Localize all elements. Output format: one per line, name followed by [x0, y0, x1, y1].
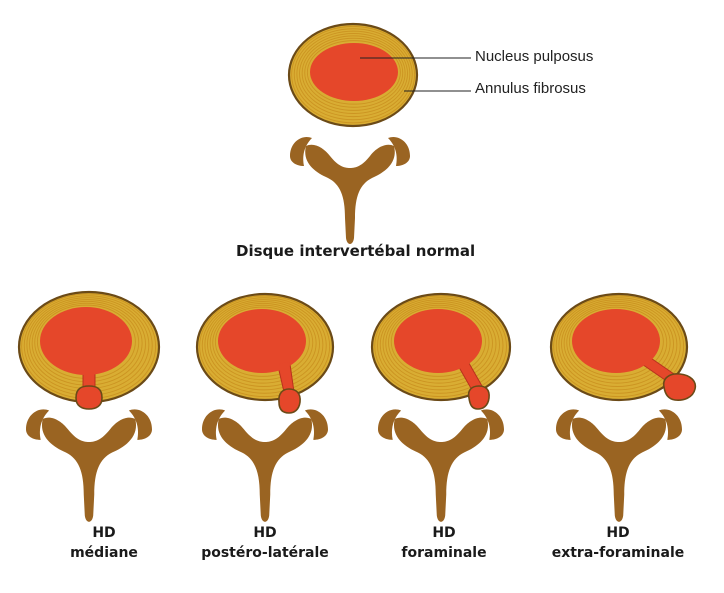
annulus-rings: [291, 25, 416, 124]
caption-name: extra-foraminale: [551, 545, 685, 561]
hernia-fragment: [75, 385, 103, 410]
caption-foraminale: HD foraminale: [359, 523, 529, 563]
disc-foraminale: [370, 292, 512, 410]
annulus-fibrosus-label: Annulus fibrosus: [475, 80, 586, 97]
callout-lines: [360, 57, 471, 92]
nucleus-pulposus: [40, 307, 132, 375]
caption-prefix: HD: [432, 525, 456, 541]
caption-name: foraminale: [401, 545, 487, 561]
normal-disc-title: Disque intervertébal normal: [236, 242, 476, 260]
caption-prefix: HD: [92, 525, 116, 541]
disc-postero-laterale: [195, 292, 335, 414]
hernia-join: [636, 354, 672, 380]
hernia-fragment: [662, 373, 697, 401]
annulus-rings: [553, 295, 685, 398]
vertebra-mediane: [26, 409, 153, 522]
nucleus-pulposus: [394, 309, 482, 373]
nucleus-pulposus-label: Nucleus pulposus: [475, 48, 594, 65]
caption-mediane: HD médiane: [19, 523, 189, 563]
caption-name: postéro-latérale: [201, 545, 329, 561]
nucleus-pulposus: [218, 309, 306, 373]
caption-prefix: HD: [606, 525, 630, 541]
nucleus-pulposus: [310, 43, 398, 101]
hernia-join: [279, 362, 293, 390]
hernia-fragment: [467, 385, 490, 410]
disc-mediane: [17, 290, 161, 410]
caption-name: médiane: [70, 545, 138, 561]
annulus-rings: [199, 295, 331, 398]
vertebra-extra-foraminale: [556, 409, 682, 522]
vertebra-postero-laterale: [202, 409, 328, 522]
hernia-fragment: [278, 388, 301, 414]
caption-postero-laterale: HD postéro-latérale: [180, 523, 350, 563]
disc-extra-foraminale: [549, 292, 697, 402]
caption-extra-foraminale: HD extra-foraminale: [533, 523, 703, 563]
disc-normal: [287, 22, 419, 128]
discs-layer: [17, 22, 697, 522]
hernia-join: [456, 356, 480, 388]
annulus-rings: [374, 295, 507, 398]
vertebra-normal: [290, 136, 410, 244]
vertebra-foraminale: [378, 409, 504, 522]
caption-prefix: HD: [253, 525, 277, 541]
